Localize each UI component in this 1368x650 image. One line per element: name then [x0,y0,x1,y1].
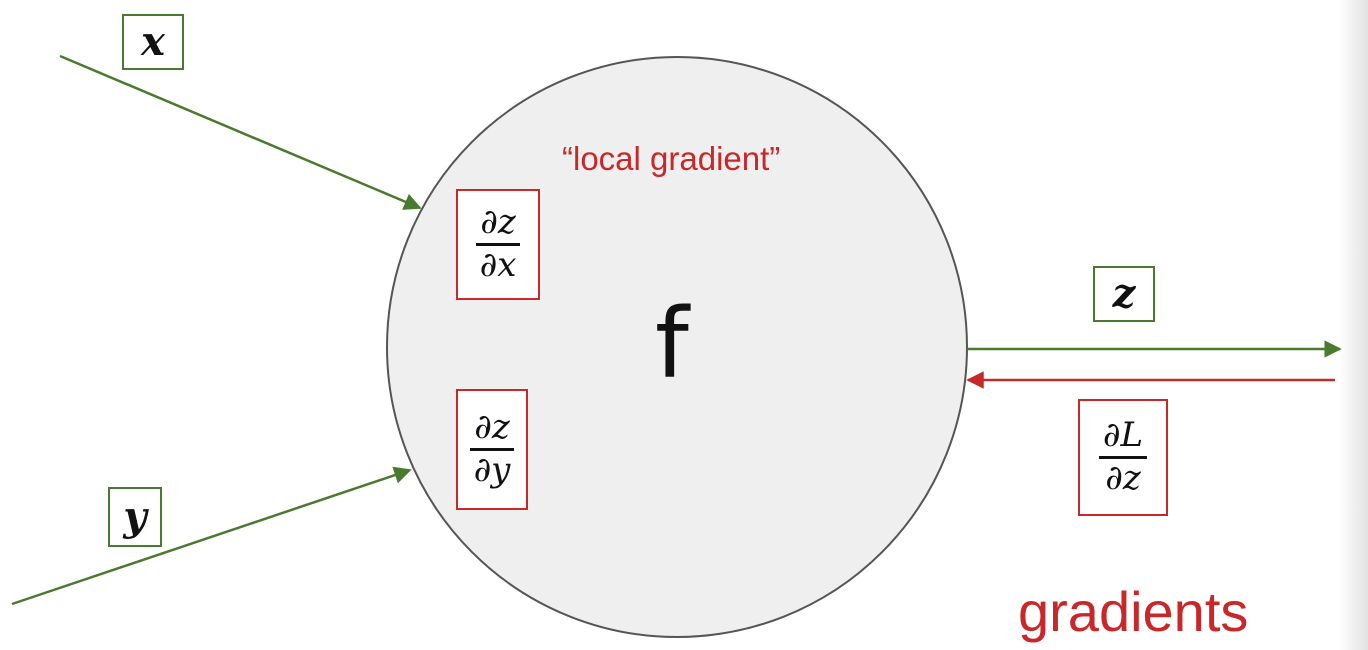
gradients-caption: gradients [1018,580,1249,643]
input-x-box: x [122,14,184,70]
local-gradient-y-denominator: ∂y [473,450,511,490]
local-gradient-x-box: ∂z ∂x [456,189,540,300]
local-gradient-y-numerator: ∂z [474,407,510,448]
output-z-box: z [1093,266,1155,322]
fraction-bar [475,243,521,246]
local-gradient-x-numerator: ∂z [480,202,516,243]
input-y-label: y [123,493,147,540]
window-edge-shadow [1338,0,1368,650]
upstream-gradient-denominator: ∂z [1105,458,1141,498]
input-y-box: y [108,487,162,547]
input-x-arrow [59,54,422,210]
function-node-label: f [655,288,689,400]
output-z-label: z [1112,270,1136,317]
upstream-gradient-box: ∂L ∂z [1078,399,1168,516]
fraction-bar [1098,456,1148,459]
local-gradient-y-box: ∂z ∂y [456,389,528,510]
upstream-gradient-fraction: ∂L ∂z [1098,415,1148,498]
local-gradient-y-fraction: ∂z ∂y [469,407,515,490]
local-gradient-x-fraction: ∂z ∂x [475,202,521,285]
input-y-arrow [11,466,412,606]
input-x-label: x [141,18,165,65]
local-gradient-x-denominator: ∂x [479,245,517,285]
upstream-gradient-numerator: ∂L [1102,415,1144,456]
local-gradient-caption: “local gradient” [562,140,781,177]
fraction-bar [469,448,515,451]
